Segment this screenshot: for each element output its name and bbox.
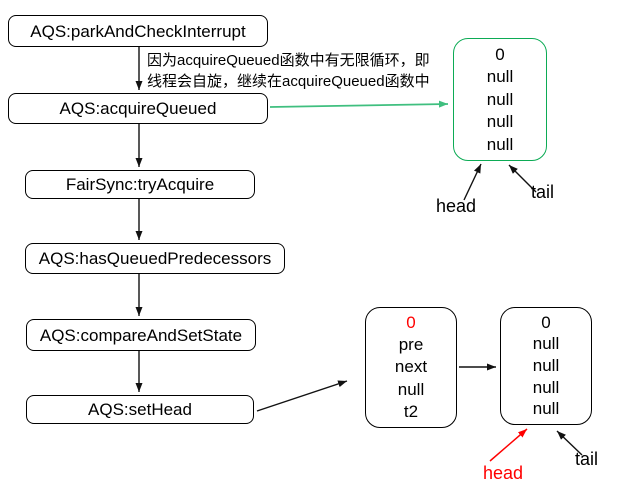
flow-box-label: AQS:acquireQueued [59,99,217,118]
node-field: null [532,399,560,419]
flow-box-label: AQS:compareAndSetState [39,325,243,345]
arrow-head-pointer-newhead [489,428,528,462]
spin-queue-node: 0 null null null null [453,38,547,161]
head-pointer-label-newhead: head [483,463,524,483]
spin-annotation: 因为acquireQueued函数中有无限循环，即 线程会自旋，继续在acqui… [147,50,430,92]
flow-box-has-queued-predecessors: AQS:hasQueuedPredecessors [25,243,285,274]
head-pointer-label-spin: head [436,196,477,216]
flow-box-compare-and-set-state: AQS:compareAndSetState [26,319,256,351]
annotation-line-2: 线程会自旋，继续在acquireQueued函数中 [147,73,430,90]
flow-box-try-acquire: FairSync:tryAcquire [25,170,255,199]
flow-box-acquire-queued: AQS:acquireQueued [8,93,268,124]
arrow-head-pointer-spin [463,163,482,201]
node-field-thread: t2 [403,401,419,421]
node-field: null [532,334,560,354]
node-field: null [397,379,425,399]
node-field: null [532,377,560,397]
flow-box-park-and-check-interrupt: AQS:parkAndCheckInterrupt [8,15,268,47]
node-field-pre: pre [398,335,424,355]
node-field-state: 0 [495,44,505,64]
arrow-acquire-to-spin-node [269,100,449,108]
flow-box-label: AQS:parkAndCheckInterrupt [30,21,246,41]
arrow-sethead-to-t2-node [256,380,348,412]
node-field-next: next [394,357,428,377]
node-field: null [486,134,514,154]
flow-box-label: FairSync:tryAcquire [65,175,215,194]
node-field-state: 0 [541,312,551,332]
node-field-state-highlighted: 0 [406,313,416,333]
flow-box-label: AQS:setHead [88,400,192,419]
annotation-line-1: 因为acquireQueued函数中有无限循环，即 [147,52,430,69]
t2-queue-node: 0 pre next null t2 [365,307,457,428]
node-field: null [486,67,514,86]
tail-pointer-label-newhead: tail [575,449,599,469]
node-field: null [486,89,514,109]
flow-box-label: AQS:hasQueuedPredecessors [38,249,272,268]
node-field: null [486,112,514,131]
tail-pointer-label-spin: tail [531,182,555,202]
node-field: null [532,355,560,375]
new-head-queue-node: 0 null null null null [500,307,592,425]
flow-box-set-head: AQS:setHead [26,395,254,424]
